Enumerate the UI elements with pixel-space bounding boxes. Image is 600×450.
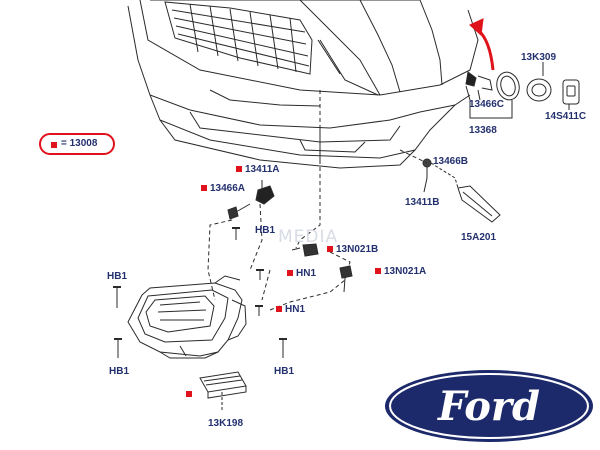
label-13N021A: 13N021A <box>384 266 427 277</box>
label-hb1-bottom-left: HB1 <box>109 366 130 377</box>
ford-oval-logo-icon: Ford <box>385 370 593 442</box>
red-marker-13N021B <box>327 246 333 252</box>
label-13466B: 13466B <box>433 156 469 167</box>
screw-hb1-bottom-left <box>114 338 122 358</box>
legend-text: = 13008 <box>61 138 98 149</box>
bulb-13466A <box>227 203 251 220</box>
red-marker-13N021A <box>375 268 381 274</box>
label-hn1-lower: HN1 <box>285 304 306 315</box>
label-15A201: 15A201 <box>461 232 497 243</box>
red-marker-hn1-upper <box>287 270 293 276</box>
screw-hb1-mid <box>232 227 240 240</box>
label-hb1-bottom-right: HB1 <box>274 366 295 377</box>
arrow-head <box>469 18 484 37</box>
label-13N021B: 13N021B <box>336 244 379 255</box>
callout-bracket-13368 <box>469 100 513 119</box>
headlamp-assembly <box>127 275 247 359</box>
lower-intake <box>189 89 401 153</box>
bulb-13N021A <box>339 265 353 293</box>
socket-13411A <box>255 180 275 205</box>
direction-arrow <box>476 28 495 71</box>
red-marker-13466A <box>201 185 207 191</box>
watermark: MEDIA <box>278 227 339 247</box>
label-13466A: 13466A <box>210 183 246 194</box>
label-13K198: 13K198 <box>208 418 244 429</box>
label-hn1-upper: HN1 <box>296 268 317 279</box>
front-bumper-fascia <box>127 0 479 169</box>
ford-logo-text: Ford <box>437 383 540 430</box>
label-13466C: 13466C <box>469 99 505 110</box>
label-hb1-left: HB1 <box>107 271 128 282</box>
clip-14S411C <box>562 79 580 105</box>
label-hb1-mid: HB1 <box>255 225 276 236</box>
label-13411B: 13411B <box>405 197 440 208</box>
label-13K309: 13K309 <box>521 52 557 63</box>
screw-hn1-upper <box>256 269 264 280</box>
legend-red-square <box>51 142 57 148</box>
label-13411A: 13411A <box>245 164 280 175</box>
bulb-13N021B <box>291 243 319 257</box>
ballast-module-13K198 <box>199 371 247 410</box>
label-13368: 13368 <box>469 125 497 136</box>
screw-hb1-left <box>113 286 121 308</box>
red-marker-hn1-lower <box>276 306 282 312</box>
dashed-leaders <box>207 90 428 311</box>
label-14S411C: 14S411C <box>545 111 587 122</box>
side-marker-socket <box>465 71 493 101</box>
red-marker-13411A <box>236 166 242 172</box>
legend-callout: = 13008 <box>39 133 115 155</box>
red-marker-ballast <box>186 391 192 397</box>
screw-hn1-lower <box>255 305 263 316</box>
side-reflector-15A201 <box>457 185 501 223</box>
grille <box>164 1 379 96</box>
screw-hb1-bottom-right <box>279 338 287 358</box>
side-marker-lens-13K309 <box>496 71 520 101</box>
gasket-ring <box>526 78 552 102</box>
